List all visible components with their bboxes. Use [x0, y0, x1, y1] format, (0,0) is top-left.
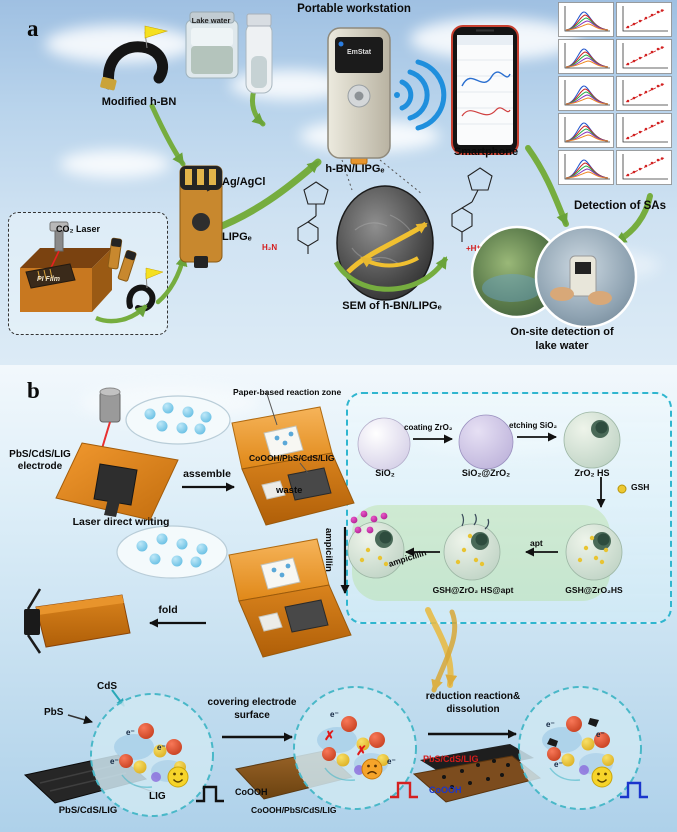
electrode-label-line1: PbS/CdS/LIG [9, 449, 71, 460]
sio2-label: SiO₂ [375, 468, 395, 478]
sad-face-icon [361, 758, 383, 780]
lipg-electrode [179, 165, 223, 268]
panel-a-graphics [20, 2, 672, 329]
sheets-right-stack [412, 744, 542, 803]
electron-label: e⁻ [330, 710, 339, 719]
sio2-zro2-label: SiO₂@ZrO₂ [461, 468, 511, 478]
coating-zro2-label: coating ZrO₂ [404, 423, 453, 432]
co2-laser-label: CO₂ Laser [56, 224, 101, 234]
panel-a-letter: a [27, 16, 39, 41]
pi-film-label: PI Film [37, 276, 60, 283]
lig-label: LIG [149, 791, 166, 802]
panel-b-letter: b [27, 378, 40, 403]
onsite-label-line2: lake water [535, 340, 589, 352]
sample-vial [245, 13, 273, 94]
assemble-label: assemble [183, 468, 231, 480]
paper-device-open-1 [231, 406, 355, 526]
blocked-cross-icon: ✗ [356, 743, 367, 758]
covering-label-line1: covering electrode [207, 697, 297, 708]
covering-label-line2: surface [234, 710, 270, 721]
electrode-label-line2: electrode [17, 461, 63, 472]
panel-b-graphics [23, 387, 650, 817]
pbs-cds-lig-left-label: PbS/CdS/LIG [58, 805, 118, 816]
blocked-cross-icon: ✗ [324, 728, 335, 743]
magnification-dotted-lines [341, 159, 423, 195]
cds-label: CdS [97, 681, 117, 692]
paper-zone-label: Paper-based reaction zone [233, 387, 342, 397]
droplet-oval-top [125, 395, 231, 445]
zro2-hs-label: ZrO₂ HS [574, 468, 610, 478]
ampicillin-molecules [350, 510, 388, 534]
smartphone-label: Smartphone [453, 146, 519, 158]
detection-sas-label: Detection of SAs [573, 200, 666, 212]
lake-water-jar [185, 11, 239, 79]
apt-label: apt [530, 538, 543, 548]
gsh-zro2hs-apt-label: GSH@ZrO₂ HS@apt [432, 585, 514, 595]
sulfonamide-molecule-right [451, 167, 493, 242]
modified-hbn-electrode [100, 25, 169, 91]
pbs-cds-lig-right-label: PbS/CdS/LIG [423, 754, 479, 764]
etching-sio2-label: etching SiO₂ [509, 421, 558, 430]
coooh-pointer [299, 462, 309, 474]
laser-engraver [20, 221, 164, 324]
electron-label: e⁻ [157, 743, 166, 752]
pbs-pointer-arrow [67, 714, 93, 725]
reduction-label-line2: dissolution [446, 704, 500, 715]
wireless-signal-icon [394, 59, 447, 131]
happy-face-icon [167, 766, 189, 788]
portable-workstation-device [327, 27, 391, 165]
electron-label: e⁻ [554, 760, 563, 769]
sem-label: SEM of h-BN/LIPGₑ [342, 300, 442, 312]
pbs-cds-lig-electrode-graphic [55, 442, 179, 521]
yellow-transfer-arrows [425, 607, 458, 693]
electron-label: e⁻ [387, 757, 396, 766]
reduction-label-line1: reduction reaction& [425, 691, 521, 702]
synthesis-spheres [347, 411, 627, 581]
coooh-mid-label: CoOOH [235, 787, 268, 797]
electron-label: e⁻ [596, 730, 605, 739]
sem-image [333, 185, 449, 301]
agagcl-pointer-line [206, 183, 221, 192]
electron-label: e⁻ [110, 757, 119, 766]
coooh-right-label: CoOOH [429, 785, 462, 795]
coooh-stack-mid-label: CoOOH/PbS/CdS/LIG [251, 805, 337, 815]
detection-mini-charts [558, 2, 672, 185]
paper-zone-pointer [265, 390, 278, 426]
smartphone-graphic [451, 25, 519, 155]
ag-agcl-label: Ag/AgCl [222, 176, 266, 188]
h2n-label: H₂N [262, 243, 278, 252]
hbn-lipge-label: h-BN/LIPGₑ [325, 163, 385, 175]
onsite-photos [470, 225, 638, 329]
happy-face-icon [591, 766, 613, 788]
onsite-label-line1: On-site detection of [510, 326, 614, 338]
gsh-label: GSH [631, 482, 650, 492]
gsh-zro2hs-label: GSH@ZrO₂HS [565, 585, 623, 595]
droplet-oval-bottom [116, 525, 228, 579]
waste-label: waste [276, 485, 303, 496]
lipge-label: LIPGₑ [222, 231, 252, 243]
electron-label: e⁻ [546, 720, 555, 729]
coooh-stack-label: CoOOH/PbS/CdS/LIG [249, 453, 335, 463]
fold-label: fold [158, 604, 178, 616]
reaction-bubble-3 [518, 686, 642, 810]
modified-hbn-label: Modified h-BN [101, 96, 177, 108]
cloud [60, 150, 170, 178]
ampicillin-vertical-label: ampicillin [322, 528, 334, 572]
laser-direct-writing-label: Laser direct writing [72, 516, 170, 528]
sulfonamide-molecule-left [297, 181, 329, 254]
lake-water-label: Lake water [191, 16, 231, 25]
electron-label: e⁻ [126, 728, 135, 737]
pbs-label: PbS [44, 707, 64, 718]
portable-workstation-label: Portable workstation [297, 3, 411, 15]
device-screen-text: EmStat [346, 49, 372, 56]
folded-clipped-device [24, 588, 131, 654]
hplus-label: +H⁺ [466, 244, 481, 253]
